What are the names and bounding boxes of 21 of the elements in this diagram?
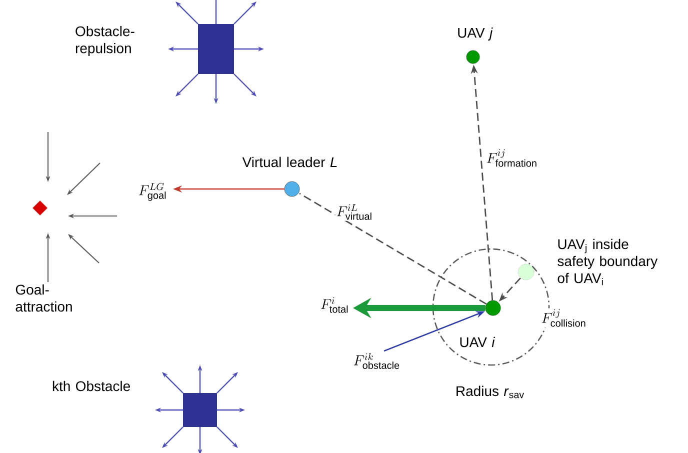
edge-label: $F^{i}_{\mathrm{total}}$ [319, 296, 350, 314]
node-label: Virtual leader L [242, 156, 337, 168]
node-label: kth Obstacle [52, 380, 130, 392]
node-label: UAV i [460, 336, 496, 348]
uav-circle [485, 300, 501, 316]
edge-label: $F^{LG}_{\mathrm{goal}}$ [137, 182, 168, 202]
obstacle-box [183, 393, 217, 427]
goal-label: Goal- attraction [16, 284, 72, 312]
obstacle-box [198, 24, 234, 74]
obstacle-label: Obstacle- repulsion [76, 26, 134, 56]
edge-label: $F^{iL}_{\mathrm{virtual}}$ [335, 203, 374, 221]
edge-label: $F^{ik}_{\mathrm{obstacle}}$ [352, 352, 402, 370]
goal-diamond [32, 200, 48, 216]
edge-label: $F^{ij}_{\mathrm{formation}}$ [485, 148, 539, 168]
edge-label: $F^{ij}_{\mathrm{collision}}$ [540, 308, 588, 328]
uav-circle [466, 50, 480, 64]
uav-circle [284, 181, 300, 197]
node-label: UAV j [458, 27, 493, 41]
radius-label: Radius r$_{sav}$ [456, 386, 524, 398]
uav-circle [518, 264, 534, 280]
node-label: UAV$_{j}$ inside safety boundary of UAV$_{i}$ [558, 238, 658, 286]
